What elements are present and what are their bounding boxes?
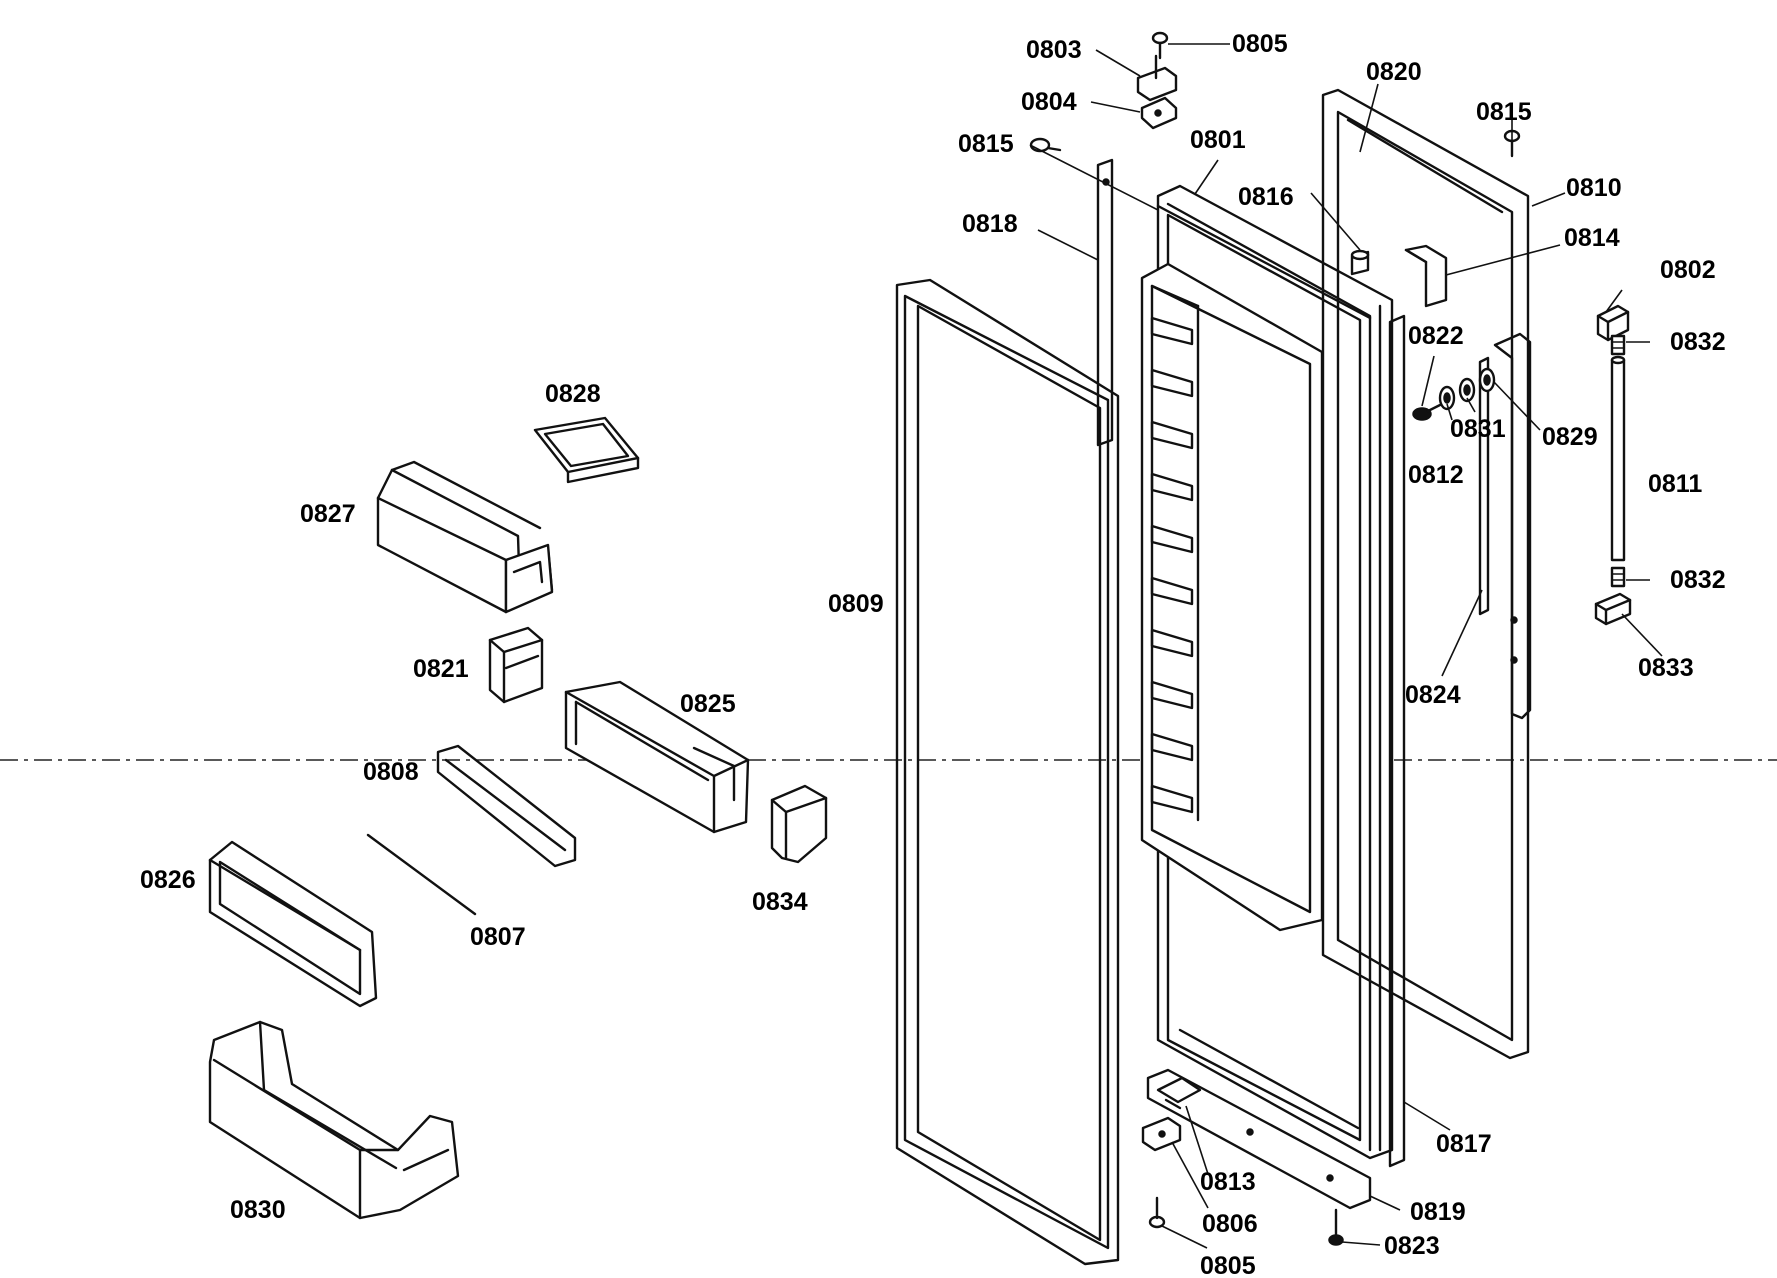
- part-0803-hinge-pin: [1136, 54, 1178, 102]
- callout-0822: 0822: [1408, 322, 1464, 350]
- part-inner-liner: [1140, 262, 1324, 932]
- callout-0831: 0831: [1450, 415, 1506, 443]
- callout-0806: 0806: [1202, 1210, 1258, 1238]
- part-0827-door-bin: [376, 460, 554, 614]
- callout-0834: 0834: [752, 888, 808, 916]
- part-0813-bottom-hinge: [1156, 1076, 1202, 1110]
- callout-0805-top: 0805: [1232, 30, 1288, 58]
- callout-0803: 0803: [1026, 36, 1082, 64]
- part-0825-bin-box: [564, 680, 750, 834]
- part-0805-screw-top: [1151, 31, 1169, 60]
- part-0831-washer: [1458, 377, 1476, 403]
- part-0802-hinge-block: [1596, 304, 1630, 342]
- part-0820-outer-panel: [1321, 88, 1530, 1060]
- part-0809-door-gasket: [895, 278, 1120, 1266]
- callout-0832-top: 0832: [1670, 328, 1726, 356]
- callout-0830: 0830: [230, 1196, 286, 1224]
- leader-lines: [1029, 43, 1663, 1249]
- part-0814-bracket: [1404, 244, 1448, 308]
- callout-0821: 0821: [413, 655, 469, 683]
- callout-0825: 0825: [680, 690, 736, 718]
- part-0810-side-frame: [1493, 332, 1532, 720]
- callout-0801: 0801: [1190, 126, 1246, 154]
- part-0829-washer: [1478, 367, 1496, 393]
- callout-0810: 0810: [1566, 174, 1622, 202]
- callout-0827: 0827: [300, 500, 356, 528]
- part-0828-butter-tray: [533, 416, 640, 484]
- callout-0802: 0802: [1660, 256, 1716, 284]
- callout-0814: 0814: [1564, 224, 1620, 252]
- callout-0824: 0824: [1405, 681, 1461, 709]
- callout-0804: 0804: [1021, 88, 1077, 116]
- part-0817-side-strip: [1388, 314, 1406, 1168]
- callout-0809: 0809: [828, 590, 884, 618]
- part-0823-screw: [1328, 1208, 1344, 1246]
- part-0821: [488, 626, 544, 704]
- callout-0815-left: 0815: [958, 130, 1014, 158]
- part-0832-spring-bottom: [1610, 566, 1626, 588]
- callout-0805-bottom: 0805: [1200, 1252, 1256, 1278]
- part-0826-front-panel: [208, 840, 378, 1008]
- callout-0816: 0816: [1238, 183, 1294, 211]
- callout-0820: 0820: [1366, 58, 1422, 86]
- part-0822-screw: [1412, 403, 1442, 421]
- callout-0823: 0823: [1384, 1232, 1440, 1260]
- part-0824-strip: [1478, 356, 1490, 616]
- part-0818-trim-strip: [1096, 158, 1114, 447]
- part-0805-screw-bottom: [1148, 1196, 1166, 1229]
- callout-0817: 0817: [1436, 1130, 1492, 1158]
- callout-0833: 0833: [1638, 654, 1694, 682]
- part-0804-washer: [1140, 96, 1178, 130]
- part-0811-rod: [1610, 355, 1626, 562]
- part-0806-hinge-bracket: [1141, 1116, 1182, 1152]
- callout-0819: 0819: [1410, 1198, 1466, 1226]
- callout-0829: 0829: [1542, 423, 1598, 451]
- callout-0826: 0826: [140, 866, 196, 894]
- callout-0808: 0808: [363, 758, 419, 786]
- part-0816-plug: [1350, 249, 1370, 276]
- part-0812-washer: [1438, 385, 1456, 411]
- callout-0807: 0807: [470, 923, 526, 951]
- callout-0815-right: 0815: [1476, 98, 1532, 126]
- part-0808-frame: [436, 744, 577, 868]
- callout-0828: 0828: [545, 380, 601, 408]
- part-0815-screw-left: [1029, 137, 1062, 153]
- part-0830-large-bin: [208, 1020, 460, 1220]
- part-0833-bracket: [1594, 592, 1632, 626]
- callout-0811: 0811: [1648, 470, 1702, 498]
- part-0807-rod: [366, 833, 477, 916]
- callout-labels: 0803 0805 0804 0820 0815 0815 0801 0816 …: [140, 30, 1726, 1278]
- part-0834: [770, 784, 828, 864]
- callout-0818: 0818: [962, 210, 1018, 238]
- callout-0832-bottom: 0832: [1670, 566, 1726, 594]
- callout-0813: 0813: [1200, 1168, 1256, 1196]
- part-0819-bottom-plate: [1146, 1068, 1372, 1210]
- part-0832-spring-top: [1610, 334, 1626, 356]
- liner-shelf-ribs: [1150, 316, 1194, 814]
- callout-0812: 0812: [1408, 461, 1464, 489]
